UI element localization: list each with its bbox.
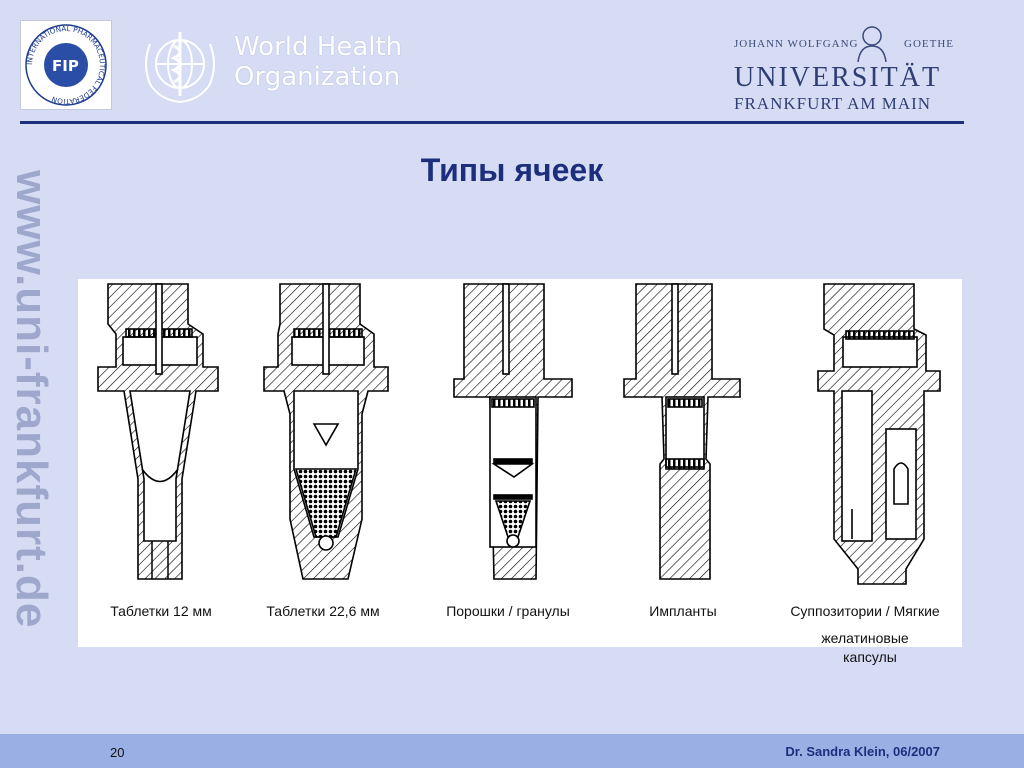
fip-text: FIP <box>52 57 79 75</box>
who-line1: World Health <box>234 32 403 62</box>
goethe-portrait-icon <box>857 26 887 62</box>
cell-tablet-12mm <box>97 283 219 580</box>
university-line2: UNIVERSITÄT <box>734 62 942 93</box>
flow-cells-illustration <box>97 283 941 585</box>
watermark-text: www.uni-frankfurt.de <box>7 170 56 629</box>
footer: 20 Dr. Sandra Klein, 06/2007 <box>0 734 1024 768</box>
caption-capsules: капсулы <box>843 649 897 665</box>
fip-logo: INTERNATIONAL PHARMACEUTICAL FEDERATION … <box>20 20 112 110</box>
cell-suppositories <box>817 283 941 585</box>
page-number: 20 <box>110 745 125 760</box>
header: INTERNATIONAL PHARMACEUTICAL FEDERATION … <box>0 0 1024 124</box>
footer-author: Dr. Sandra Klein, 06/2007 <box>785 744 940 759</box>
fip-emblem-icon: INTERNATIONAL PHARMACEUTICAL FEDERATION … <box>25 24 107 106</box>
caption-tablet-22mm: Таблетки 22,6 мм <box>266 603 380 619</box>
watermark: www.uni-frankfurt.de <box>0 170 70 710</box>
university-line1-right: GOETHE <box>904 38 954 50</box>
university-line3: FRANKFURT AM MAIN <box>734 94 932 113</box>
who-logo: World Health Organization <box>134 22 414 106</box>
cell-implants <box>623 283 741 580</box>
who-line2: Organization <box>234 62 401 92</box>
caption-suppositories: Суппозитории / Мягкие желатиновые <box>790 603 940 646</box>
caption-tablet-12mm: Таблетки 12 мм <box>110 603 212 619</box>
caption-implants: Импланты <box>649 603 717 619</box>
university-logo: JOHANN WOLFGANG GOETHE UNIVERSITÄT FRANK… <box>734 22 954 113</box>
header-divider <box>20 121 964 124</box>
who-emblem-icon <box>145 32 215 104</box>
caption-powders: Порошки / гранулы <box>446 603 570 619</box>
cell-powders-granules <box>453 283 573 580</box>
cell-tablet-22mm <box>263 283 389 580</box>
university-line1-left: JOHANN WOLFGANG <box>734 38 859 50</box>
flow-cells-figure: Таблетки 12 мм Таблетки 22,6 мм Порошки … <box>78 279 962 647</box>
who-text: World Health Organization <box>234 32 402 92</box>
slide-title: Типы ячеек <box>420 152 604 188</box>
